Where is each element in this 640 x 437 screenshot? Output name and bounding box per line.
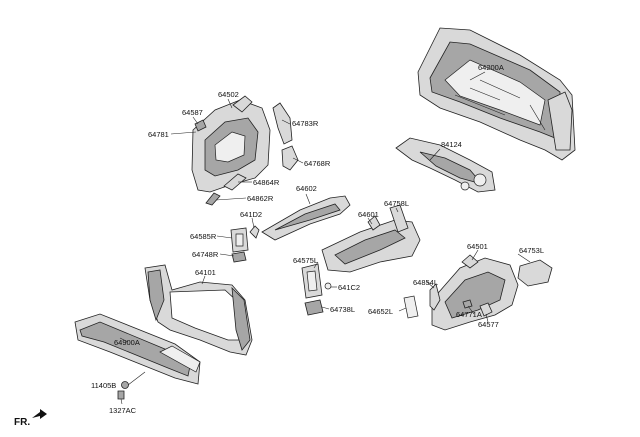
part-64768R — [281, 145, 299, 171]
label-64502: 64502 — [218, 90, 239, 99]
label-64862R: 64862R — [247, 194, 274, 203]
label-64101: 64101 — [195, 268, 216, 277]
leader-lines — [119, 71, 531, 405]
part-641D2 — [249, 225, 260, 239]
part-64575L — [301, 263, 323, 299]
label-1327AC: 1327AC — [109, 406, 137, 415]
part-64585R — [230, 227, 249, 253]
label-64768R: 64768R — [304, 159, 331, 168]
label-64602: 64602 — [296, 184, 317, 193]
part-64602-upper-member — [261, 195, 351, 241]
label-64900A: 64900A — [114, 338, 140, 347]
part-64200A-cowl-panel — [417, 27, 576, 161]
label-641C2: 641C2 — [338, 283, 360, 292]
part-64900A-bumper-beam — [74, 313, 201, 385]
part-64862R — [205, 192, 221, 206]
part-64501-fender-apron-left — [431, 254, 519, 331]
label-64601: 64601 — [358, 210, 379, 219]
label-64575L: 64575L — [293, 256, 318, 265]
label-64501: 64501 — [467, 242, 488, 251]
part-64101-radiator-support — [144, 264, 253, 356]
part-1327AC-clip — [117, 390, 125, 400]
label-64587: 64587 — [182, 108, 203, 117]
label-64783R: 64783R — [292, 119, 319, 128]
part-64587 — [194, 119, 207, 132]
part-64652L — [403, 295, 419, 319]
label-64864R: 64864R — [253, 178, 280, 187]
part-64864R — [223, 173, 247, 191]
label-84124: 84124 — [441, 140, 462, 149]
label-64758L: 64758L — [384, 199, 409, 208]
label-64748R: 64748R — [192, 250, 219, 259]
part-641C2 — [324, 282, 332, 290]
part-84124 — [395, 137, 496, 193]
part-64753L — [517, 259, 553, 287]
label-64781: 64781 — [148, 130, 169, 139]
part-64748R — [231, 251, 247, 263]
label-64577: 64577 — [478, 320, 499, 329]
part-64783R — [272, 102, 293, 145]
front-direction-indicator: FR. — [14, 409, 47, 428]
front-arrow-icon — [32, 409, 47, 419]
label-64771A: 64771A — [456, 310, 482, 319]
part-64771A — [462, 299, 473, 309]
part-64577 — [479, 302, 493, 317]
part-64601-lower-member — [321, 215, 421, 273]
part-64758L — [389, 204, 409, 233]
label-11405B: 11405B — [91, 381, 116, 390]
label-64652L: 64652L — [368, 307, 393, 316]
label-64585R: 64585R — [190, 232, 217, 241]
label-64854L: 64854L — [413, 278, 438, 287]
front-direction-label: FR. — [14, 417, 30, 428]
label-64200A: 64200A — [478, 63, 504, 72]
part-64738L — [304, 299, 324, 316]
part-64502-fender-apron — [191, 95, 271, 193]
part-11405B-bolt — [121, 371, 146, 389]
label-64753L: 64753L — [519, 246, 544, 255]
label-64738L: 64738L — [330, 305, 355, 314]
part-64854L — [429, 283, 441, 311]
label-641D2: 641D2 — [240, 210, 262, 219]
